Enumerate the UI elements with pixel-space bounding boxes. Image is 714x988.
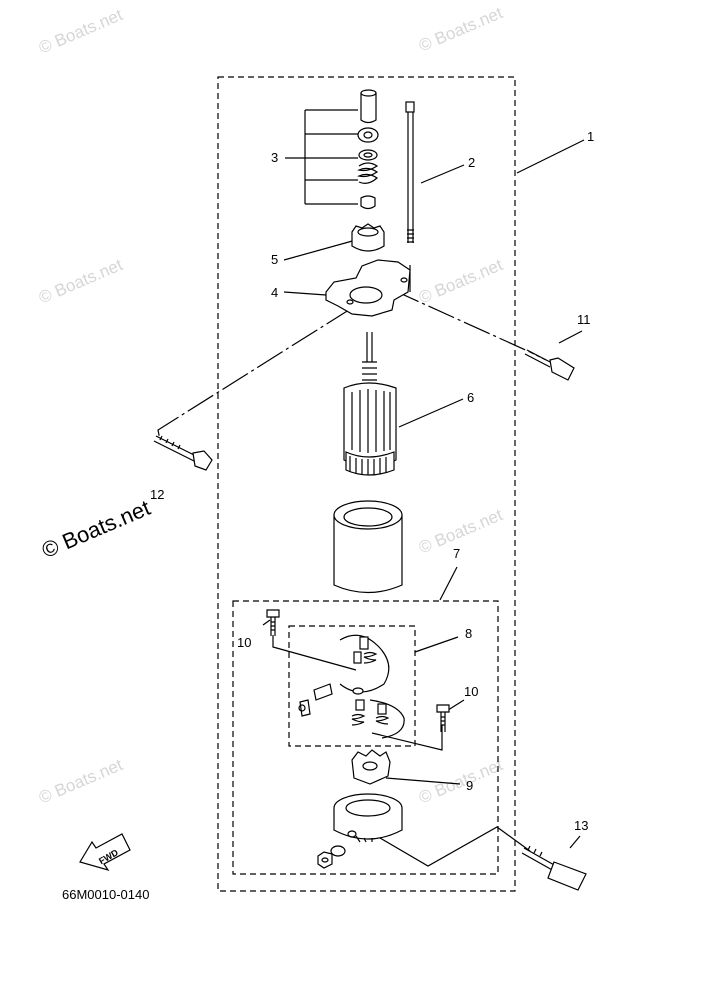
- callout-6: 6: [467, 390, 475, 405]
- upper-cover: [325, 259, 411, 317]
- callout-1: 1: [587, 129, 595, 144]
- brush-holder-boundary: [288, 625, 416, 747]
- pinion-cap: [360, 195, 376, 210]
- screw-10a: [266, 609, 280, 618]
- callout-7: 7: [453, 546, 461, 561]
- nut: [317, 851, 333, 869]
- bolt-13: [523, 847, 557, 867]
- leader-5: [283, 239, 357, 261]
- leader-8: [414, 636, 459, 653]
- assembly-boundary: [217, 76, 516, 892]
- callout-2: 2: [468, 155, 476, 170]
- align-line-11: [392, 289, 531, 353]
- leader-6: [398, 398, 464, 428]
- leader-11: [558, 330, 583, 344]
- bolt-12: [155, 435, 197, 457]
- leader-4: [283, 291, 327, 296]
- bracket-boundary: [232, 600, 499, 875]
- stopper-collar-top: [360, 89, 377, 97]
- leader-2: [420, 164, 465, 184]
- screw-10b: [436, 704, 450, 713]
- pinion-spring: [357, 162, 379, 184]
- callout-8: 8: [465, 626, 473, 641]
- pinion-gear: [351, 223, 385, 252]
- leader-10a: [262, 619, 271, 626]
- leader-1: [516, 139, 585, 174]
- yoke: [333, 515, 403, 594]
- brush-a: [359, 636, 369, 650]
- callout-4: 4: [271, 285, 279, 300]
- snap-ring: [358, 149, 378, 161]
- brush-spring-b: [351, 713, 366, 726]
- leader-13: [569, 835, 581, 849]
- diagram-code: 66M0010-0140: [62, 887, 150, 902]
- callout-3: 3: [271, 150, 279, 165]
- callout-12: 12: [150, 487, 165, 502]
- align-line-12: [157, 307, 353, 441]
- callout-9: 9: [466, 778, 474, 793]
- callout-11: 11: [577, 312, 591, 327]
- align-line-10a: [272, 635, 357, 671]
- callout-13: 13: [574, 818, 589, 833]
- brush-spring-a: [363, 651, 378, 664]
- align-line-13: [379, 826, 531, 867]
- fwd-arrow: [79, 833, 131, 872]
- callout-5: 5: [271, 252, 279, 267]
- spacer-ring: [357, 127, 379, 143]
- brush-plate: [351, 749, 391, 785]
- brush-screw: [313, 683, 333, 701]
- callout-10-left: 10: [237, 635, 252, 650]
- align-line-10b: [371, 725, 443, 751]
- callout-10-right: 10: [464, 684, 479, 699]
- leader-3: [285, 109, 358, 205]
- leader-7: [439, 566, 458, 601]
- leader-9: [385, 777, 461, 785]
- washer: [330, 845, 346, 857]
- commutator: [345, 451, 395, 476]
- through-bolt-head: [405, 101, 415, 113]
- brush-b: [355, 699, 365, 711]
